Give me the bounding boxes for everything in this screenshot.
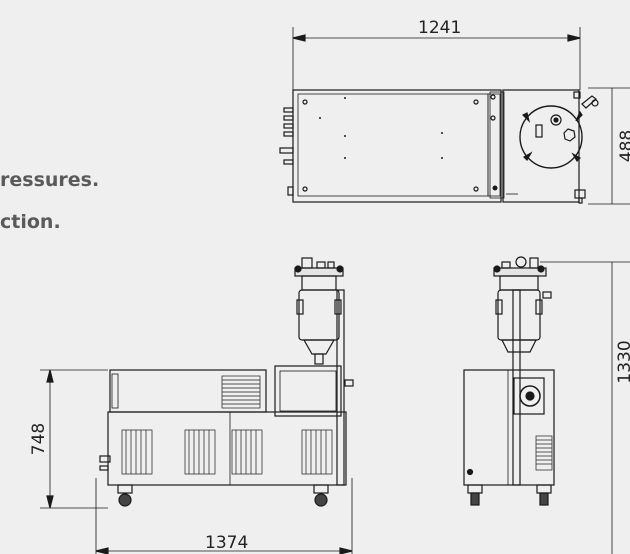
tank-top-circle — [519, 105, 583, 169]
side-tank — [493, 256, 552, 353]
front-wheels — [117, 484, 329, 507]
side-view: 1330 — [463, 256, 630, 554]
top-view-main-body — [292, 89, 502, 203]
top-view-fittings — [279, 107, 294, 196]
front-vent-grilles — [121, 429, 333, 475]
dimension-front-height: 748 — [29, 423, 49, 455]
front-view: 748 1374 — [29, 257, 354, 554]
side-wheels — [467, 484, 552, 506]
front-tank — [294, 257, 344, 365]
text-fragment-function: ction. — [0, 211, 61, 233]
top-view: 1241 488 — [279, 18, 630, 205]
dimension-top-depth: 488 — [617, 130, 630, 162]
dimension-side-height: 1330 — [615, 340, 630, 383]
text-fragment-pressures: ressures. — [0, 169, 100, 191]
side-cabinet — [463, 369, 555, 486]
dimension-front-width: 1374 — [205, 533, 248, 553]
top-view-tank-section — [502, 89, 580, 203]
front-upper-body — [109, 369, 267, 413]
front-heater-box — [274, 365, 342, 417]
dimension-top-width: 1241 — [418, 18, 461, 38]
